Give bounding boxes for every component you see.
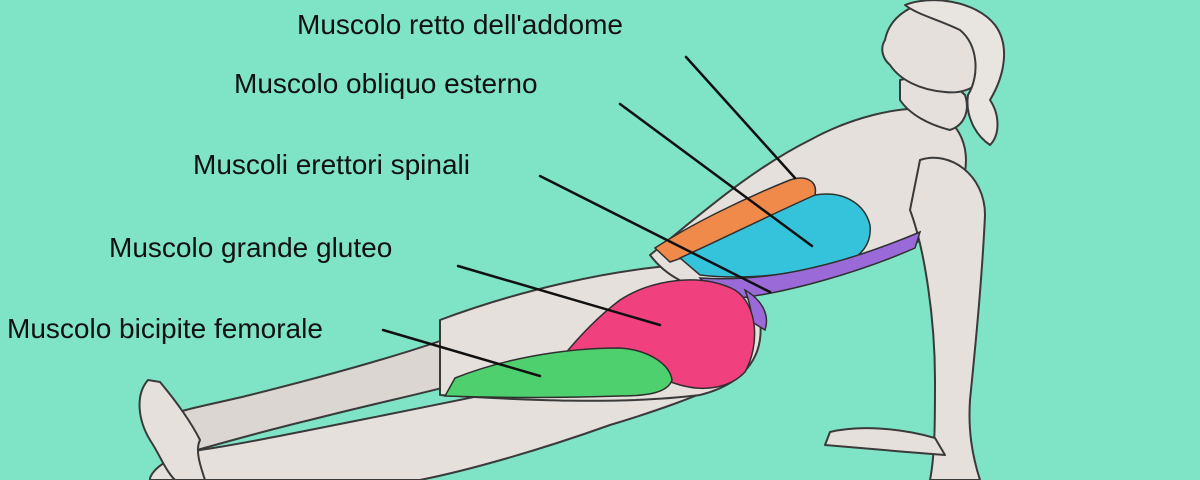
leader-line-biceps bbox=[381, 328, 542, 378]
label-rectus-abdominis: Muscolo retto dell'addome bbox=[297, 9, 623, 40]
leader-line-gluteus bbox=[456, 264, 662, 327]
leader-line-oblique bbox=[618, 102, 814, 248]
leader-lines bbox=[381, 55, 814, 378]
muscles bbox=[443, 177, 922, 399]
biceps-femoris-muscle bbox=[443, 347, 673, 399]
leader-line-erector bbox=[538, 174, 772, 294]
arm bbox=[909, 156, 986, 480]
erector-spinae-lower bbox=[743, 288, 768, 332]
label-erector-spinae: Muscoli erettori spinali bbox=[193, 149, 470, 180]
label-gluteus-maximus: Muscolo grande gluteo bbox=[109, 232, 393, 263]
hair bbox=[904, 0, 1006, 146]
label-external-oblique: Muscolo obliquo esterno bbox=[234, 68, 538, 99]
leader-line-rectus bbox=[684, 55, 797, 180]
label-biceps-femoris: Muscolo bicipite femorale bbox=[7, 313, 323, 344]
hand bbox=[824, 427, 946, 456]
foot bbox=[138, 379, 206, 480]
